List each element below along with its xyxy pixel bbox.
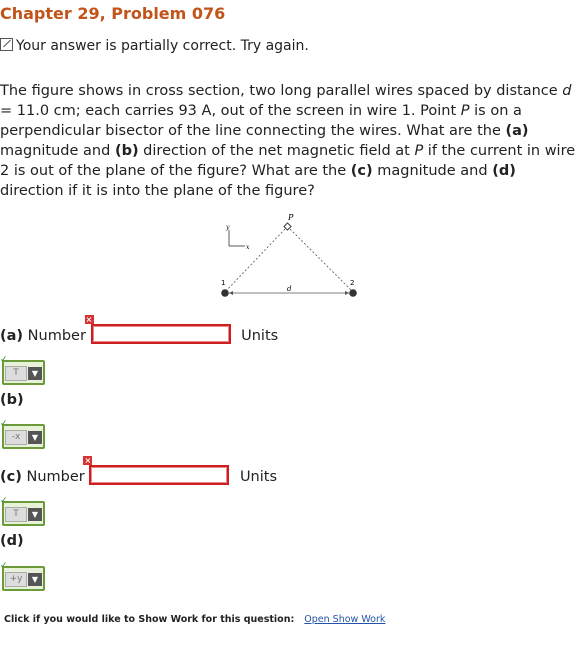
part-a-units-select[interactable]: ✓ T▼ <box>0 355 45 385</box>
var-d: d <box>562 83 572 99</box>
dropdown-arrow-icon[interactable]: ▼ <box>28 573 42 586</box>
dashed-line-1 <box>224 228 286 293</box>
var-p: P <box>460 103 470 119</box>
point-p-marker <box>283 222 292 231</box>
part-c-ref: (c) <box>350 163 373 179</box>
correct-check-icon: ✓ <box>0 561 8 571</box>
correct-check-icon: ✓ <box>0 419 8 429</box>
problem-text: The figure shows in cross section, two l… <box>0 83 563 99</box>
part-d-ref: (d) <box>492 163 516 179</box>
wire-2-label: 2 <box>350 279 354 287</box>
dashed-line-2 <box>289 228 354 293</box>
part-c-label: Number <box>26 469 85 485</box>
part-c-row: (c) Number × Units <box>0 456 278 489</box>
dropdown-arrow-icon[interactable]: ▼ <box>28 431 42 444</box>
part-d-direction-select[interactable]: ✓ +y▼ <box>0 561 45 591</box>
spacing-arrow-right <box>345 291 349 295</box>
open-show-work-link[interactable]: Open Show Work <box>304 614 386 625</box>
part-c-number-input[interactable] <box>89 465 230 485</box>
part-c-letter: (c) <box>0 469 22 485</box>
wire-2 <box>349 289 357 297</box>
incorrect-icon: × <box>83 456 93 465</box>
status-text: Your answer is partially correct. Try ag… <box>16 38 309 54</box>
incorrect-icon: × <box>84 315 94 324</box>
wire-1 <box>221 289 229 297</box>
show-work-prompt: Click if you would like to Show Work for… <box>4 614 295 625</box>
part-a-ref: (a) <box>505 123 529 139</box>
dropdown-arrow-icon[interactable]: ▼ <box>28 367 42 380</box>
page-title: Chapter 29, Problem 076 <box>0 4 226 23</box>
part-b-direction-value: -x <box>5 430 27 445</box>
problem-text: magnitude and <box>372 163 493 179</box>
part-c-units-select[interactable]: ✓ T▼ <box>0 496 45 526</box>
part-a-number-input[interactable] <box>90 324 231 344</box>
part-c-units-label: Units <box>239 469 278 485</box>
part-b-ref: (b) <box>114 143 139 159</box>
dropdown-arrow-icon[interactable]: ▼ <box>28 508 42 521</box>
wires-figure: P d y x 1 2 <box>221 213 357 297</box>
problem-statement: The figure shows in cross section, two l… <box>0 81 576 201</box>
var-p: P <box>414 143 424 159</box>
status-message: Your answer is partially correct. Try ag… <box>0 38 309 54</box>
part-a-units-value: T <box>5 366 27 381</box>
partially-correct-icon <box>0 38 13 51</box>
wire-1-label: 1 <box>221 279 225 287</box>
spacing-label: d <box>287 285 292 293</box>
part-a-row: (a) Number × Units <box>0 315 279 348</box>
part-d-letter: (d) <box>0 533 24 549</box>
problem-text: if the current in wire 2 is out of the p… <box>0 143 576 179</box>
part-a-label: Number <box>27 328 86 344</box>
part-b-letter: (b) <box>0 392 24 408</box>
problem-text: magnitude and <box>0 143 115 159</box>
part-c-units-value: T <box>5 507 27 522</box>
show-work-footer: Click if you would like to Show Work for… <box>4 614 385 625</box>
problem-text: direction if it is into the plane of the… <box>0 183 315 199</box>
point-p-label: P <box>287 213 294 222</box>
problem-text: = 11.0 cm; each carries 93 A, out of the… <box>0 103 461 119</box>
part-d-direction-value: +y <box>5 572 27 587</box>
part-b-row: (b) <box>0 392 24 408</box>
part-a-letter: (a) <box>0 328 24 344</box>
y-axis-label: y <box>225 224 230 231</box>
correct-check-icon: ✓ <box>0 496 8 506</box>
x-axis-label: x <box>246 244 250 251</box>
spacing-arrow-left <box>229 291 233 295</box>
problem-text: direction of the net magnetic field at <box>138 143 415 159</box>
part-d-row: (d) <box>0 533 24 549</box>
part-b-direction-select[interactable]: ✓ -x▼ <box>0 419 45 449</box>
correct-check-icon: ✓ <box>0 355 8 365</box>
part-a-units-label: Units <box>241 328 279 344</box>
problem-text: is on a perpendicular bisector of the li… <box>0 103 522 139</box>
